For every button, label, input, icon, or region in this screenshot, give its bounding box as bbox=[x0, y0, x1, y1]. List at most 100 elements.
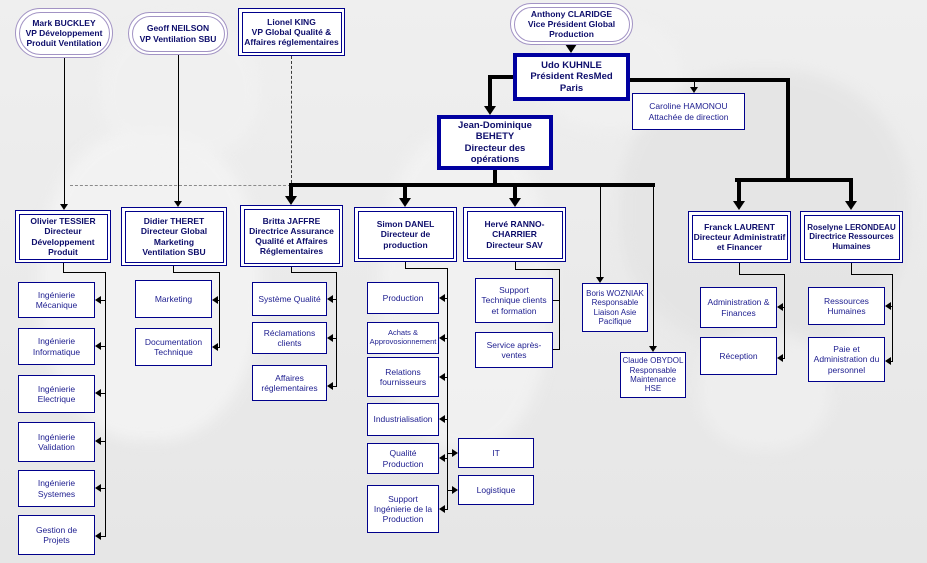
arrowhead bbox=[60, 204, 68, 210]
connector bbox=[105, 272, 107, 537]
node-service-apres-ventes: Service après- ventes bbox=[475, 332, 553, 368]
node-jean-dominique-behety: Jean-Dominique BEHETY Directeur des opér… bbox=[437, 115, 553, 170]
node-label: Achats & Approvosionnement bbox=[369, 328, 437, 346]
arrowhead bbox=[452, 486, 458, 494]
connector bbox=[786, 78, 790, 180]
connector bbox=[851, 274, 893, 276]
connector bbox=[444, 509, 448, 511]
arrowhead bbox=[690, 87, 698, 93]
connector bbox=[173, 272, 220, 274]
connector bbox=[289, 183, 655, 187]
connector bbox=[173, 266, 175, 273]
connector bbox=[99, 441, 106, 443]
arrowhead bbox=[439, 294, 445, 302]
node-affaires-reglementaires: Affaires réglementaires bbox=[252, 365, 327, 401]
connector bbox=[448, 490, 453, 492]
node-simon-danel: Simon DANEL Directeur de production bbox=[354, 207, 457, 262]
arrowhead bbox=[327, 382, 333, 390]
node-label: Administration & Finances bbox=[707, 297, 770, 318]
connector bbox=[444, 338, 448, 340]
node-lionel-king: Lionel KING VP Global Qualité & Affaires… bbox=[238, 8, 345, 56]
node-label: Lionel KING VP Global Qualité & Affaires… bbox=[244, 16, 339, 47]
arrowhead bbox=[439, 454, 445, 462]
node-reclamations-clients: Réclamations clients bbox=[252, 322, 327, 354]
connector bbox=[553, 349, 560, 351]
connector bbox=[217, 300, 220, 302]
node-label: Didier THERET Directeur Global Marketing… bbox=[140, 216, 208, 257]
connector bbox=[64, 58, 66, 204]
node-label: Ingénierie Validation bbox=[37, 431, 76, 452]
connector bbox=[99, 393, 106, 395]
connector bbox=[694, 82, 696, 88]
connector bbox=[851, 263, 853, 275]
connector bbox=[488, 75, 514, 79]
node-administration-finances: Administration & Finances bbox=[700, 287, 777, 328]
connector bbox=[553, 300, 560, 302]
node-udo-kuhnle: Udo KUHNLE Président ResMed Paris bbox=[513, 53, 630, 101]
node-label: Anthony CLARIDGE Vice Président Global P… bbox=[527, 8, 616, 39]
node-label: Jean-Dominique BEHETY Directeur des opér… bbox=[458, 120, 532, 165]
node-label: Simon DANEL Directeur de production bbox=[376, 219, 435, 250]
arrowhead bbox=[885, 302, 891, 310]
node-label: Système Qualité bbox=[258, 293, 321, 304]
arrowhead bbox=[845, 201, 857, 210]
node-label: Support Ingénierie de la Production bbox=[373, 493, 433, 524]
node-label: Geoff NEILSON VP Ventilation SBU bbox=[139, 23, 217, 44]
node-label: Service après- ventes bbox=[486, 339, 542, 360]
connector bbox=[739, 263, 741, 275]
connector bbox=[178, 55, 180, 201]
arrowhead bbox=[399, 198, 411, 207]
connector bbox=[513, 187, 517, 198]
connector bbox=[63, 263, 65, 272]
arrowhead bbox=[885, 357, 891, 365]
node-label: Paie et Administration du personnel bbox=[813, 344, 880, 375]
node-ressources-humaines: Ressources Humaines bbox=[808, 287, 885, 325]
connector bbox=[217, 347, 220, 349]
node-ingenierie-mecanique: Ingénierie Mécanique bbox=[18, 282, 95, 318]
arrowhead bbox=[212, 296, 218, 304]
arrowhead bbox=[439, 334, 445, 342]
connector bbox=[735, 178, 853, 182]
node-relations-fournisseurs: Relations fournisseurs bbox=[367, 357, 439, 397]
connector bbox=[336, 272, 338, 387]
node-gestion-de-projets: Gestion de Projets bbox=[18, 515, 95, 555]
connector bbox=[890, 306, 893, 308]
connector bbox=[99, 346, 106, 348]
connector bbox=[892, 274, 894, 361]
node-qualite-production: Qualité Production bbox=[367, 443, 439, 474]
connector bbox=[739, 274, 785, 276]
arrowhead bbox=[327, 295, 333, 303]
arrowhead bbox=[95, 342, 101, 350]
arrowhead bbox=[596, 277, 604, 283]
node-didier-theret: Didier THERET Directeur Global Marketing… bbox=[121, 207, 227, 266]
node-label: Qualité Production bbox=[382, 448, 424, 469]
connector bbox=[63, 272, 106, 274]
connector bbox=[332, 386, 337, 388]
node-geoff-neilson: Geoff NEILSON VP Ventilation SBU bbox=[128, 12, 228, 55]
arrowhead bbox=[174, 201, 182, 207]
connector bbox=[99, 536, 106, 538]
connector bbox=[559, 269, 561, 350]
node-label: Support Technique clients et formation bbox=[481, 285, 547, 316]
arrowhead bbox=[95, 484, 101, 492]
node-claude-obydol: Claude OBYDOL Responsable Maintenance HS… bbox=[620, 352, 686, 398]
arrowhead bbox=[95, 532, 101, 540]
arrowhead bbox=[484, 106, 496, 115]
node-label: Gestion de Projets bbox=[35, 524, 78, 545]
connector bbox=[447, 268, 449, 510]
connector bbox=[291, 267, 293, 273]
node-label: Production bbox=[382, 292, 424, 303]
node-label: Udo KUHNLE Président ResMed Paris bbox=[530, 60, 613, 94]
connector bbox=[291, 272, 337, 274]
node-achats-approvisionnement: Achats & Approvosionnement bbox=[367, 322, 439, 354]
arrowhead bbox=[95, 296, 101, 304]
node-label: Logistique bbox=[476, 484, 516, 495]
connector-dashed bbox=[70, 185, 291, 186]
connector bbox=[403, 187, 407, 198]
node-support-technique-clients: Support Technique clients et formation bbox=[475, 278, 553, 323]
connector bbox=[784, 274, 786, 359]
node-label: Relations fournisseurs bbox=[379, 366, 427, 387]
arrowhead bbox=[439, 373, 445, 381]
node-anthony-claridge: Anthony CLARIDGE Vice Président Global P… bbox=[510, 3, 633, 45]
